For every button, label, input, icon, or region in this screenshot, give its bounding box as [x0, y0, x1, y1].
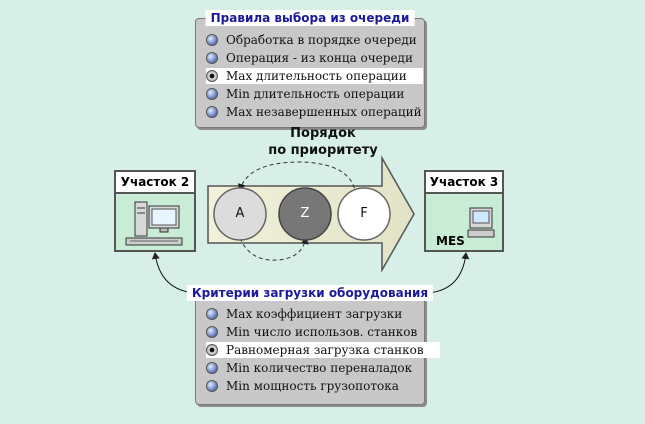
radio-button-icon[interactable] [206, 362, 218, 374]
section-2-title: Участок 2 [116, 172, 194, 194]
queue-item-a-label: A [235, 206, 245, 221]
radio-button-icon[interactable] [206, 326, 218, 338]
radio-button-icon[interactable] [206, 52, 218, 64]
terminal-icon [467, 207, 495, 238]
radio-button-icon[interactable] [206, 106, 218, 118]
radio-selected-icon[interactable] [206, 344, 218, 356]
rule-label: Max длительность операции [226, 69, 407, 83]
load-criteria-panel: Критерии загрузки оборудования Max коэфф… [186, 285, 440, 405]
radio-button-icon[interactable] [206, 34, 218, 46]
queue-rules-panel: Правила выбора из очереди Обработка в по… [195, 10, 425, 128]
rule-option-max-unfinished[interactable]: Max незавершенных операций [206, 104, 422, 120]
rule-label: Max незавершенных операций [226, 105, 422, 119]
radio-button-icon[interactable] [206, 308, 218, 320]
criterion-option-min-changeovers[interactable]: Min количество переналадок [206, 360, 412, 376]
criterion-label: Min количество переналадок [226, 361, 413, 375]
rule-label: Обработка в порядке очереди [226, 33, 417, 47]
priority-order-line2: по приоритету [268, 143, 378, 158]
queue-rules-title: Правила выбора из очереди [205, 10, 415, 26]
radio-selected-icon[interactable] [206, 70, 218, 82]
priority-order-label: Порядок по приоритету [268, 125, 378, 159]
radio-button-icon[interactable] [206, 88, 218, 100]
rule-option-min-duration[interactable]: Min длительность операции [206, 86, 404, 102]
rule-label: Операция - из конца очереди [226, 51, 413, 65]
criterion-option-max-load[interactable]: Max коэффициент загрузки [206, 306, 402, 322]
load-criteria-title: Критерии загрузки оборудования [186, 285, 434, 301]
queue-item-z-label: Z [300, 206, 310, 221]
rule-option-max-duration[interactable]: Max длительность операции [206, 68, 423, 84]
criterion-option-min-machines[interactable]: Min число использов. станков [206, 324, 417, 340]
reorder-arrow-top [237, 161, 357, 196]
rule-option-lifo[interactable]: Операция - из конца очереди [206, 50, 413, 66]
criterion-option-min-cargo-flow[interactable]: Min мощность грузопотока [206, 378, 399, 394]
mes-label: MES [436, 234, 465, 248]
criterion-option-even-load[interactable]: Равномерная загрузка станков [206, 342, 440, 358]
criterion-label: Равномерная загрузка станков [226, 343, 424, 357]
criterion-label: Min мощность грузопотока [226, 379, 399, 393]
arrow-to-section-3 [427, 252, 470, 294]
priority-order-line1: Порядок [290, 126, 356, 141]
criterion-label: Min число использов. станков [226, 325, 418, 339]
queue-item-f [337, 187, 391, 241]
section-2-box: Участок 2 [114, 170, 196, 252]
workstation-icon [125, 201, 183, 246]
queue-item-z [278, 187, 332, 241]
section-3-box: Участок 3 MES [424, 170, 504, 252]
radio-button-icon[interactable] [206, 380, 218, 392]
section-3-title: Участок 3 [426, 172, 502, 194]
rule-option-fifo[interactable]: Обработка в порядке очереди [206, 32, 417, 48]
queue-item-a [213, 187, 267, 241]
rule-label: Min длительность операции [226, 87, 405, 101]
criterion-label: Max коэффициент загрузки [226, 307, 403, 321]
queue-item-f-label: F [360, 206, 368, 221]
